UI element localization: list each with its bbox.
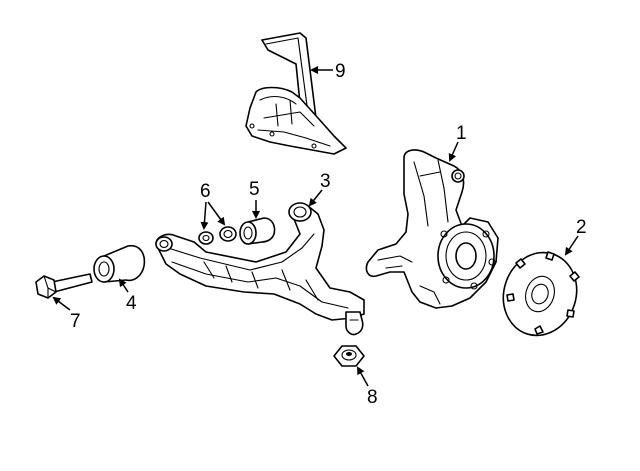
callout-1: 1	[456, 123, 467, 144]
front-bushing-part	[239, 217, 276, 245]
ball-joint-nut-part	[333, 345, 365, 367]
leader-4	[118, 278, 129, 293]
rear-bushing-part	[93, 244, 146, 283]
shield-bracket-part	[245, 32, 347, 155]
callout-2: 2	[576, 217, 587, 238]
callout-3: 3	[320, 171, 331, 192]
callout-4: 4	[126, 293, 137, 314]
leader-6a	[200, 201, 209, 230]
hub-plate-part	[502, 251, 580, 337]
leader-7	[52, 296, 71, 311]
callout-8: 8	[367, 387, 378, 408]
lower-control-arm-part	[155, 202, 365, 336]
small-bushing-pair-part	[198, 226, 237, 245]
callout-7: 7	[70, 311, 81, 332]
callout-6: 6	[200, 181, 211, 202]
leader-2	[564, 235, 579, 256]
leader-6b	[207, 201, 226, 226]
leader-8	[357, 366, 369, 387]
steering-knuckle-part	[365, 149, 499, 309]
callout-5: 5	[249, 179, 260, 200]
callout-leaders	[52, 66, 579, 387]
mounting-bolt-part	[35, 273, 93, 299]
callout-9: 9	[335, 61, 346, 82]
leader-1	[448, 141, 459, 162]
callout-labels: 1 2 3 4 5 6 7 8 9	[70, 61, 587, 408]
leader-3	[308, 189, 323, 207]
